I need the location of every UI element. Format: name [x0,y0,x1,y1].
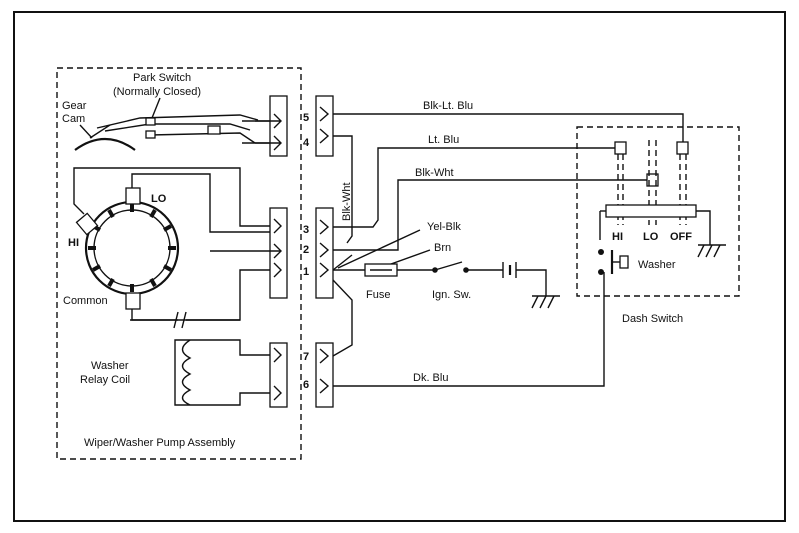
wire-brn: Brn [434,242,451,254]
wire-blk-wht: Blk-Wht [415,167,454,179]
wire-yel-blk: Yel-Blk [427,221,461,233]
dash-off-label: OFF [670,231,692,243]
park-switch-pointer [151,97,161,119]
dash-switch-title: Dash Switch [622,313,683,325]
outer-frame [13,11,786,522]
wire-blk-wht-vertical: Blk-Wht [341,183,353,222]
pump-internal-wiring [73,167,270,329]
pump-side-connectors [210,95,288,408]
relay-label-line2: Relay Coil [80,374,130,386]
gear-cam [74,138,136,151]
pin-2: 2 [303,244,309,256]
pin-3: 3 [303,224,309,236]
cam-lever [89,124,111,139]
dash-switch-contacts [598,140,726,275]
pin-5: 5 [303,112,309,124]
harness-side-connectors [315,95,334,408]
motor-lo-label: LO [151,193,167,205]
fuse-label: Fuse [366,289,390,301]
washer-relay-coil [174,339,270,406]
pin-1: 1 [303,266,309,278]
dash-hi-label: HI [612,231,623,243]
park-switch-contacts [96,114,270,144]
relay-label-line1: Washer [91,360,129,372]
wire-lt-blu: Lt. Blu [428,134,459,146]
wire-blk-lt-blu: Blk-Lt. Blu [423,100,473,112]
park-switch-title: Park Switch [133,72,191,84]
pump-assembly-box [56,67,302,460]
wire-dk-blu: Dk. Blu [413,372,448,384]
dash-washer-label: Washer [638,259,676,271]
pump-assembly-label: Wiper/Washer Pump Assembly [84,437,236,449]
motor-common-label: Common [63,295,108,307]
motor-hi-label: HI [68,237,79,249]
pin-4: 4 [303,137,310,149]
pin-7: 7 [303,351,309,363]
dash-lo-label: LO [643,231,659,243]
park-switch-note: (Normally Closed) [113,86,201,98]
wiper-motor [75,187,180,310]
external-wiring [332,113,684,387]
cam-label: Cam [62,113,85,125]
ign-sw-label: Ign. Sw. [432,289,471,301]
gear-cam-pointer [79,124,93,139]
pin-6: 6 [303,379,309,391]
gear-label: Gear [62,100,87,112]
dash-switch-box [576,126,740,297]
